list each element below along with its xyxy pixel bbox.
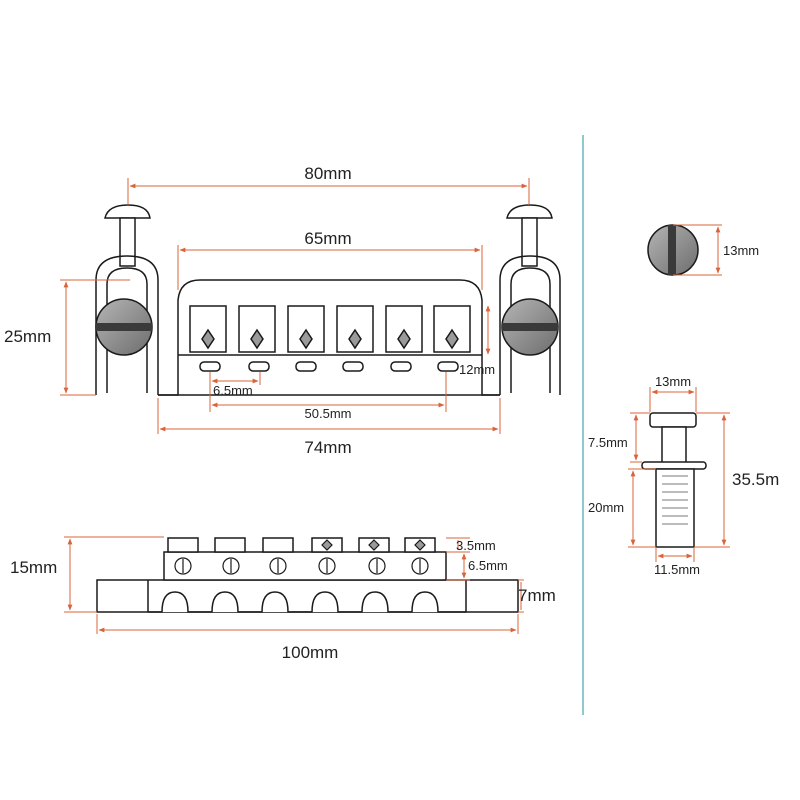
dim-15mm: 15mm [10,558,57,577]
dim-12mm: 12mm [459,362,495,377]
dim-80mm: 80mm [304,164,351,183]
bridge-base [96,579,519,613]
dim-74mm: 74mm [304,438,351,457]
dim-7-5mm: 7.5mm [588,435,628,450]
bridge-side-view [96,537,519,613]
dim-7mm: 7mm [518,586,556,605]
dim-65mm: 65mm [304,229,351,248]
dim-6-5mm: 6.5mm [213,383,253,398]
dim-3-5mm: 3.5mm [456,538,496,553]
dim-25mm: 25mm [4,327,51,346]
bridge-top-view [95,204,561,396]
dim-6-5mm-side: 6.5mm [468,558,508,573]
dim-50-5mm: 50.5mm [305,406,352,421]
dim-13mm-stud-top: 13mm [723,243,759,258]
right-stud [499,204,561,395]
stud-head-top-icon [647,224,699,276]
slotted-screw-icon [95,298,559,356]
dim-35-5m: 35.5m [732,470,779,489]
stud-side-view [641,412,707,548]
saddles [189,305,471,372]
bridge-body [158,279,500,396]
dim-13mm-stud-side: 13mm [655,374,691,389]
dim-100mm: 100mm [282,643,339,662]
dim-20mm: 20mm [588,500,624,515]
saddle-screws-side [174,539,429,575]
dim-11-5mm: 11.5mm [654,562,700,577]
left-stud [95,204,159,395]
